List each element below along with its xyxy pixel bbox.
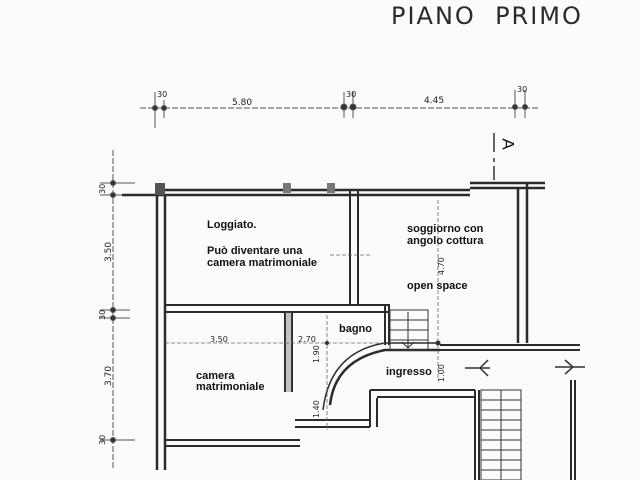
dim-top-0: 30 [157,90,168,99]
section-marker-label: A [498,138,518,150]
room-soggiorno-name2: angolo cottura [407,235,484,247]
room-soggiorno-note: open space [407,280,468,292]
dim-left-0: 30 [98,183,107,194]
dim-camera-width: 3.50 [210,335,228,344]
inner-dimension-lines [165,200,439,430]
dim-top-2: 30 [346,90,357,99]
room-camera-name2: matrimoniale [196,381,265,393]
dim-soggiorno-depth: 4.70 [437,257,446,275]
main-staircase [480,389,522,480]
dim-top-1: 5.80 [232,98,253,108]
corner-pillar [155,183,165,195]
dim-top-3: 4.45 [424,96,445,106]
page-title: PIANO PRIMO [391,2,583,30]
dim-corridor: 1.40 [312,400,321,418]
dim-left-3: 3.70 [104,365,114,386]
dim-bagno-width: 2.70 [298,335,316,344]
dim-top-4: 30 [517,85,528,94]
curved-wall [328,348,440,406]
direction-arrows [465,359,585,377]
left-dimension-line [100,150,135,470]
room-loggiato-note2: camera matrimoniale [207,257,318,269]
interior-walls [165,190,580,480]
exterior-walls [122,181,545,470]
dim-ingresso: 1.00 [437,364,446,382]
room-loggiato-name: Loggiato. [207,219,257,231]
dim-left-2: 30 [98,309,107,320]
room-camera-name: camera [196,370,235,382]
room-loggiato-note: Può diventare una [207,245,303,257]
room-ingresso: ingresso [386,366,432,378]
room-soggiorno-name: soggiorno con [407,223,484,235]
dim-left-4: 30 [98,434,107,445]
room-bagno: bagno [339,323,372,335]
small-stair [389,309,429,351]
dim-bagno-depth: 1.90 [312,345,321,363]
top-dimension-line [140,90,540,128]
dim-left-1: 3.50 [104,241,114,262]
